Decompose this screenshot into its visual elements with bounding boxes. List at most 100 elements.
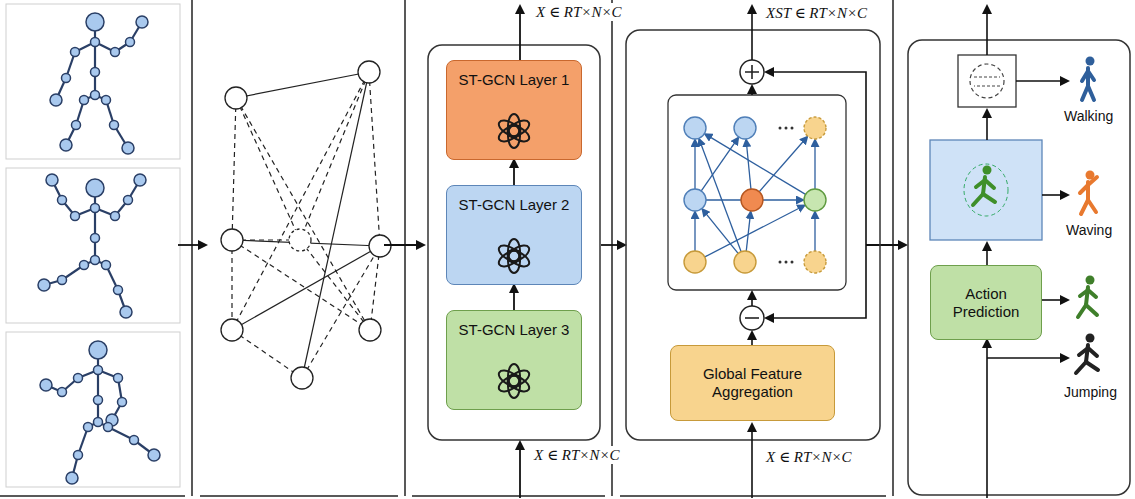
skeleton-joint [130,436,139,445]
flow-arrow [513,285,515,310]
skeleton-joint [91,68,100,77]
attention-edge [705,206,805,257]
skeleton-joint [91,91,100,100]
process-box: Action Prediction [930,265,1042,340]
action-figure [973,166,995,206]
feature-vertex [684,117,706,139]
skeleton-joint [46,174,58,186]
attention-edge [746,212,750,251]
ellipsis-dot [779,127,782,130]
graph-vertex [359,319,381,341]
skeleton-joint [124,196,133,205]
graph-edge [232,330,302,378]
feature-vertex [684,251,706,273]
skeleton-joint [58,196,67,205]
skeleton-joint [58,276,67,285]
class-label: Walking [1062,108,1115,124]
skeleton-joint [89,341,107,359]
attention-edge [694,212,695,251]
tensor-label: X ∈ RT×N×C [764,448,854,466]
class-label: Jumping [1062,384,1119,400]
graph-edge [236,98,300,240]
skeleton-joint [71,48,80,57]
layer-box: ST-GCN Layer 3 [446,310,582,410]
skeleton-joint [91,234,100,243]
skeleton-joint [91,204,100,213]
feature-vertex [804,251,826,273]
process-box: Global Feature Aggregation [670,345,835,421]
ellipsis-dot [791,127,794,130]
action-figure [1076,334,1098,374]
graph-vertex [358,61,380,83]
skeleton-joint [86,179,104,197]
skeleton-joint [74,374,83,383]
tensor-label: XST ∈ RT×N×C [764,4,869,22]
feature-vertex [804,189,826,211]
ellipsis-dot [791,261,794,264]
graph-vertex [221,229,243,251]
skeleton-joint [50,94,62,106]
graph-vertex [221,319,243,341]
network-icon [494,111,534,151]
attention-edge [814,212,815,251]
skeleton-joint [111,212,120,221]
graph-edge [232,246,380,330]
box-label: ST-GCN Layer 1 [453,71,575,89]
graph-vertex [289,229,311,251]
attention-edge [759,137,807,192]
layer-box: ST-GCN Layer 2 [446,185,582,285]
skeleton-joint [136,16,148,28]
skeleton-joint [72,121,81,130]
attention-edge [703,209,739,253]
graph-vertex [369,235,391,257]
skeleton-joint [62,74,71,83]
skeleton-joint [102,261,111,270]
skeleton-joint [80,96,89,105]
box-label: Global Feature Aggregation [679,365,826,401]
feature-vertex [804,117,826,139]
box-label: Action Prediction [939,285,1033,321]
skeleton-joint [134,174,146,186]
skeleton-joint [126,38,135,47]
feature-vertex [741,189,763,211]
skeleton-joint [91,38,100,47]
tensor-label: X ∈ RT×N×C [534,3,624,21]
graph-edge [236,72,369,98]
skeleton-joint [94,366,103,375]
graph-edge [231,240,232,330]
flow-arrow [513,160,515,185]
skeleton-joint [104,423,113,432]
box-label: ST-GCN Layer 2 [453,196,575,214]
graph-edge [300,72,369,240]
network-icon [494,236,534,276]
attention-edge [814,140,815,189]
graph-edge [369,72,380,246]
skeleton-joint [114,374,123,383]
skeleton-joint [148,449,160,461]
action-figure [1078,276,1097,318]
graph-vertex [291,367,313,389]
skeleton-joint [84,423,93,432]
skeleton-joint [120,306,132,318]
attention-edge [701,138,738,191]
skeleton-joint [71,212,80,221]
class-label: Waving [1064,222,1114,238]
action-figure [1080,171,1097,215]
skeleton-joint [66,472,78,484]
skeleton-joint [91,256,100,265]
skeleton-joint [38,279,50,291]
graph-edge [300,240,370,330]
graph-edge [232,98,236,240]
skeleton-joint [114,286,123,295]
skeleton-joint [94,396,103,405]
ellipsis-dot [785,127,788,130]
skeleton-joint [102,96,111,105]
skeleton-joint [111,48,120,57]
network-icon [494,361,534,401]
ellipsis-dot [785,261,788,264]
graph-edge [232,240,370,330]
attention-edge [694,140,695,189]
skeleton-joint [80,261,89,270]
skeleton-joint [122,142,134,154]
skeleton-joint [118,398,127,407]
